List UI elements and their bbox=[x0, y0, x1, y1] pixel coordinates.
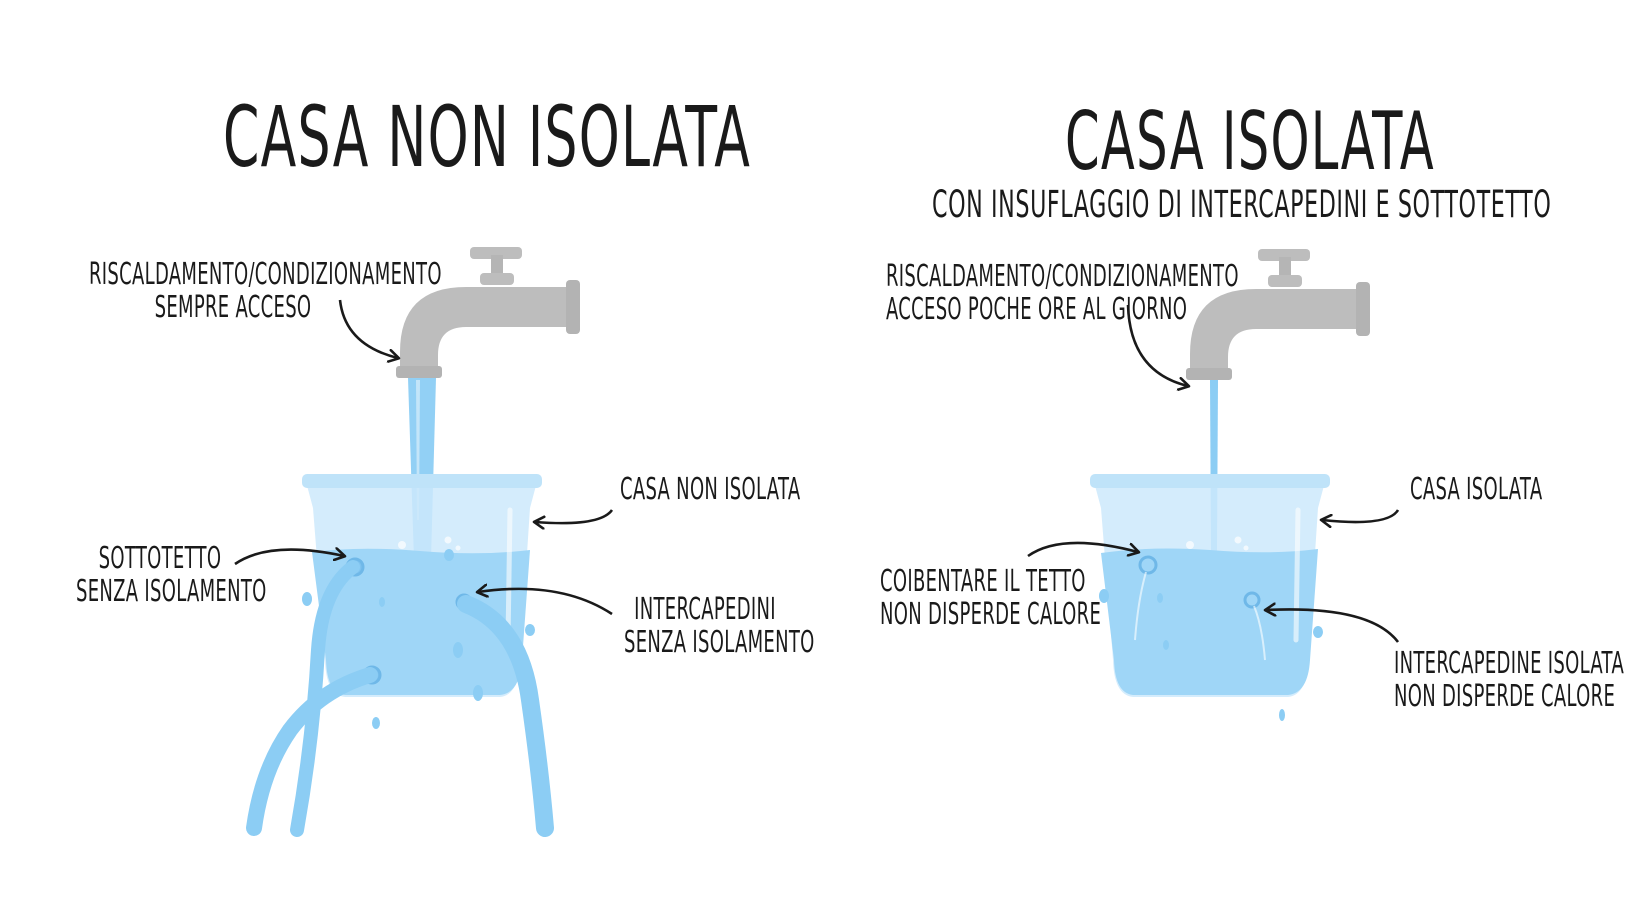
right-subtitle: CON INSUFLAGGIO DI INTERCAPEDINI E SOTTO… bbox=[932, 183, 1552, 226]
label-line: CASA NON ISOLATA bbox=[620, 472, 801, 507]
label-line: NON DISPERDE CALORE bbox=[1394, 679, 1616, 714]
left-droplets bbox=[302, 549, 535, 729]
label-line: ACCESO POCHE ORE AL GIORNO bbox=[886, 292, 1188, 327]
left-glass-icon bbox=[302, 474, 542, 697]
right-faucet-icon bbox=[1186, 249, 1370, 380]
right-house-label: CASA ISOLATA bbox=[1410, 472, 1543, 507]
left-leak-streams bbox=[246, 560, 554, 837]
right-house-arrow bbox=[1322, 509, 1400, 522]
left-walls-arrow bbox=[478, 589, 613, 616]
left-faucet-icon bbox=[396, 247, 580, 378]
label-line: RISCALDAMENTO/CONDIZIONAMENTO bbox=[89, 257, 442, 292]
label-line: CASA ISOLATA bbox=[1410, 472, 1543, 507]
label-line: COIBENTARE IL TETTO bbox=[880, 564, 1086, 599]
right-glass-icon bbox=[1090, 474, 1330, 697]
label-line: SENZA ISOLAMENTO bbox=[76, 574, 267, 609]
label-line: INTERCAPEDINE ISOLATA bbox=[1394, 646, 1625, 681]
right-roof-arrow bbox=[1027, 541, 1138, 558]
label-line: SENZA ISOLAMENTO bbox=[624, 625, 815, 660]
label-line: SEMPRE ACCESO bbox=[154, 290, 312, 325]
right-roof-label: COIBENTARE IL TETTO NON DISPERDE CALORE bbox=[880, 564, 1102, 632]
right-title: CASA ISOLATA bbox=[1065, 95, 1435, 188]
label-line: NON DISPERDE CALORE bbox=[880, 597, 1102, 632]
left-attic-label: SOTTOTETTO SENZA ISOLAMENTO bbox=[76, 541, 267, 609]
left-attic-arrow bbox=[234, 550, 344, 566]
left-house-label: CASA NON ISOLATA bbox=[620, 473, 800, 506]
right-heating-arrow bbox=[1126, 304, 1188, 386]
left-walls-label: INTERCAPEDINI SENZA ISOLAMENTO bbox=[624, 592, 815, 660]
right-heating-label: RISCALDAMENTO/CONDIZIONAMENTO ACCESO POC… bbox=[886, 259, 1239, 327]
right-walls-label: INTERCAPEDINE ISOLATA NON DISPERDE CALOR… bbox=[1394, 646, 1625, 714]
label-line: SOTTOTETTO bbox=[98, 541, 222, 576]
left-heating-arrow bbox=[338, 299, 398, 358]
label-line: INTERCAPEDINI bbox=[634, 592, 776, 627]
right-droplets bbox=[1099, 589, 1323, 721]
left-heating-label: RISCALDAMENTO/CONDIZIONAMENTO SEMPRE ACC… bbox=[89, 257, 442, 325]
right-walls-arrow bbox=[1266, 609, 1400, 643]
label-line: RISCALDAMENTO/CONDIZIONAMENTO bbox=[886, 259, 1239, 294]
left-house-arrow bbox=[535, 509, 614, 523]
